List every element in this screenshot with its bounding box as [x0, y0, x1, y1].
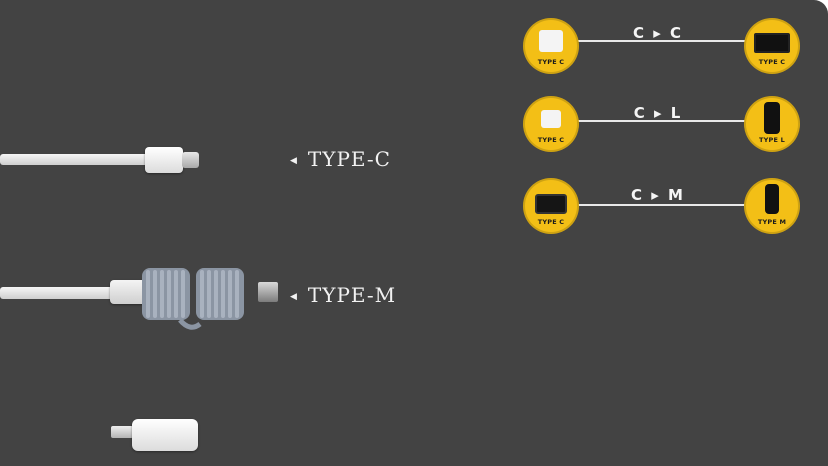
device-caption: TYPE C — [537, 58, 565, 66]
phone-icon — [765, 184, 779, 214]
circle-left: TYPE C — [523, 18, 579, 74]
lightning-adapter-body — [132, 419, 198, 451]
adapter-sleeve-icon — [142, 268, 244, 330]
connection-line — [576, 120, 772, 122]
circle-right: TYPE M — [744, 178, 800, 234]
arrow-left-icon: ◀ — [290, 155, 298, 166]
device-caption: TYPE L — [759, 136, 785, 144]
type-c-label-text: TYPE-C — [307, 147, 391, 171]
phone-icon — [764, 102, 780, 134]
tablet-icon — [535, 194, 567, 214]
circle-right: TYPE C — [744, 18, 800, 74]
charger-icon — [539, 30, 563, 52]
circle-left: TYPE C — [523, 96, 579, 152]
circle-right: TYPE L — [744, 96, 800, 152]
connection-line — [576, 40, 772, 42]
device-caption: TYPE C — [758, 58, 786, 66]
laptop-icon — [754, 33, 790, 53]
micro-usb-tip — [258, 282, 278, 302]
charger-icon — [541, 110, 561, 128]
type-c-label: ◀ TYPE-C — [290, 147, 391, 171]
type-m-label-text: TYPE-M — [307, 283, 397, 307]
pair-label: C ▸ L — [633, 104, 683, 122]
lightning-tip — [111, 426, 133, 438]
device-caption: TYPE M — [757, 218, 787, 226]
type-c-plug-tip — [182, 152, 199, 168]
arrow-left-icon: ◀ — [290, 291, 298, 302]
pair-label: C ▸ C — [633, 24, 683, 42]
type-m-label: ◀ TYPE-M — [290, 283, 396, 307]
circle-left: TYPE C — [523, 178, 579, 234]
type-c-cord — [0, 154, 150, 165]
connection-line — [576, 204, 772, 206]
device-caption: TYPE C — [537, 218, 565, 226]
type-c-plug-housing — [145, 147, 183, 173]
device-caption: TYPE C — [537, 136, 565, 144]
pair-label: C ▸ M — [631, 186, 685, 204]
